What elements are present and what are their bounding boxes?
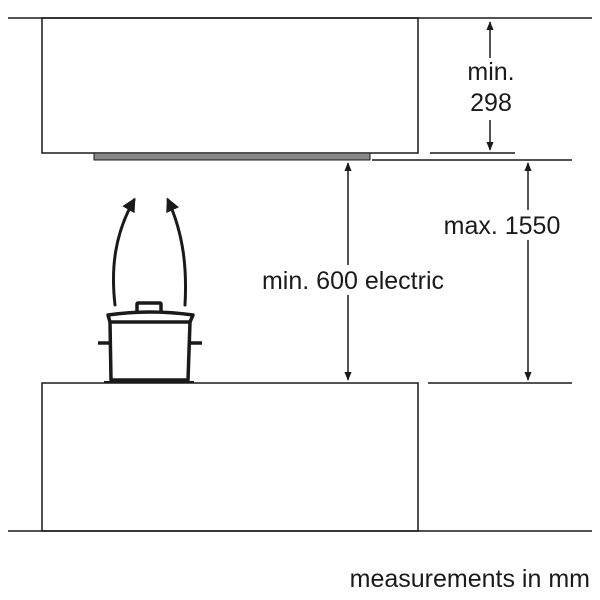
label-min-600-electric: min. 600 electric [262,267,444,295]
upper-cabinet [41,17,419,154]
steam-arrow-right [166,197,188,307]
steam-arrow-left [111,197,136,307]
base-cabinet [41,382,419,532]
label-298: 298 [470,89,512,117]
label-min: min. [467,58,514,86]
label-max-1550: max. 1550 [444,212,561,240]
label-measurements-in-mm: measurements in mm [350,565,590,593]
cooker-hood [93,152,371,161]
cooking-pot-icon [98,301,202,383]
